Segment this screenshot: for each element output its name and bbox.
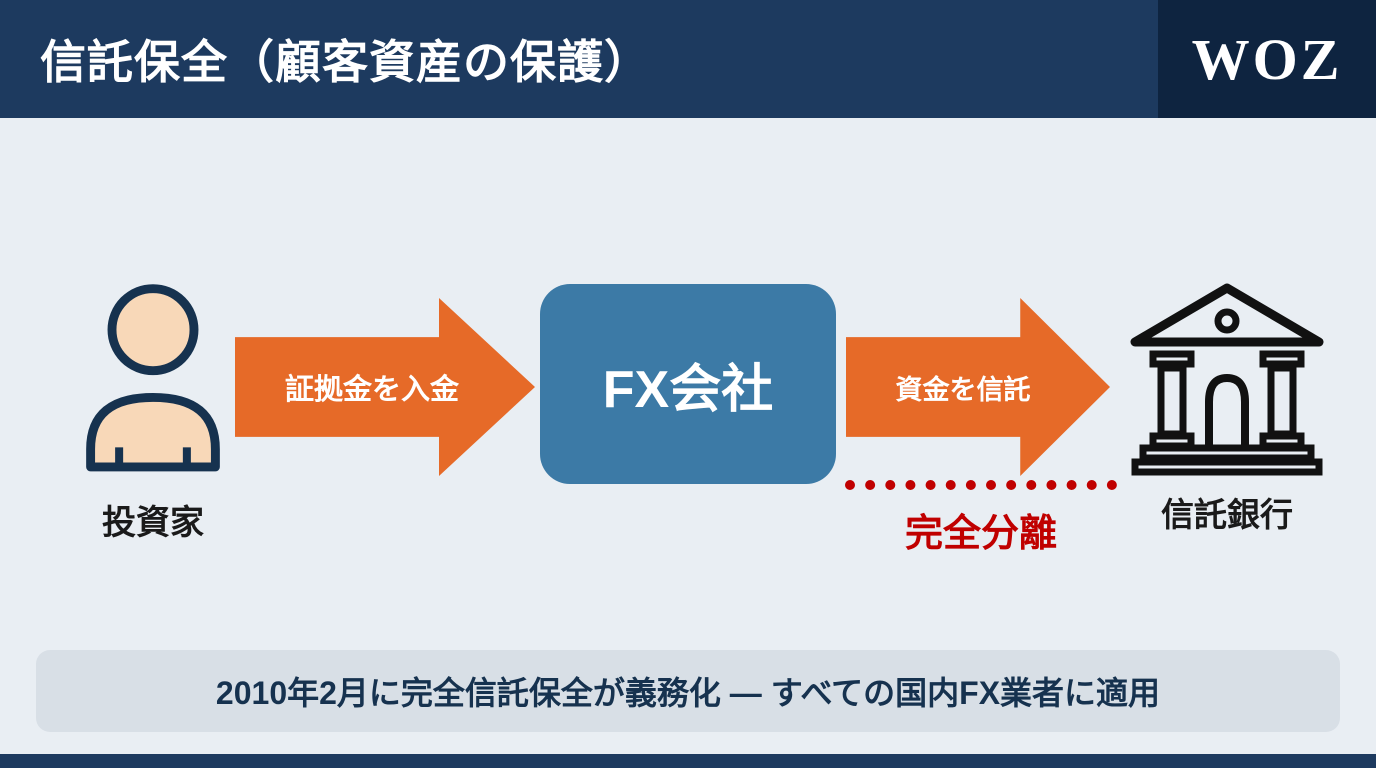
trust-arrow: 資金を信託 [846, 298, 1110, 476]
logo-text: WOZ [1191, 26, 1343, 92]
person-icon [86, 284, 220, 472]
bank-icon [1130, 283, 1324, 476]
logo-box: WOZ [1158, 0, 1376, 118]
bank-node: 信託銀行 [1122, 280, 1332, 536]
trust-arrow-label: 資金を信託 [895, 374, 1031, 405]
footer-banner: 2010年2月に完全信託保全が義務化 — すべての国内FX業者に適用 [36, 650, 1340, 732]
fx-company-label: FX会社 [602, 360, 774, 419]
deposit-arrow-label: 証拠金を入金 [284, 374, 459, 406]
bottom-strip [0, 754, 1376, 768]
fx-company-node: FX会社 [540, 284, 836, 484]
investor-node: 投資家 [58, 278, 248, 544]
investor-label: 投資家 [102, 504, 204, 542]
deposit-arrow: 証拠金を入金 [235, 298, 535, 476]
page-title: 信託保全（顧客資産の保護） [40, 36, 651, 88]
separation-label: 完全分離 [904, 513, 1057, 555]
separation-dotted-line [845, 478, 1117, 490]
header-bar: 信託保全（顧客資産の保護） WOZ [0, 0, 1376, 118]
footer-note-text: 2010年2月に完全信託保全が義務化 — すべての国内FX業者に適用 [215, 675, 1161, 711]
bank-label: 信託銀行 [1161, 496, 1293, 533]
